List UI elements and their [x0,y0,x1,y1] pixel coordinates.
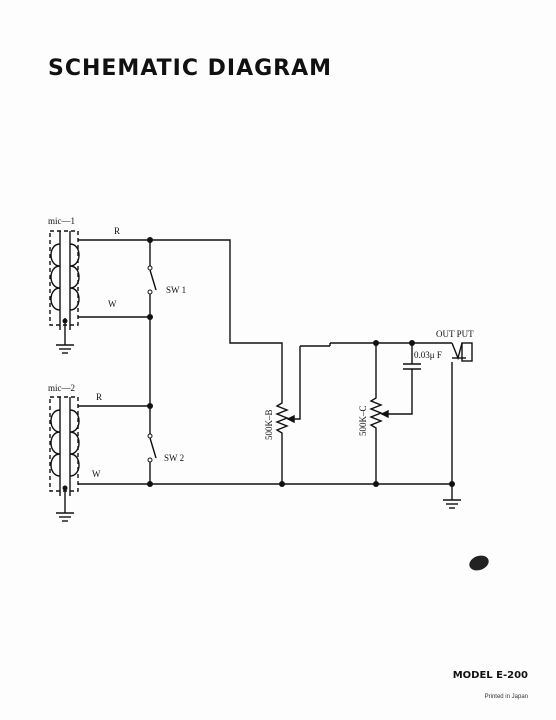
label-mic1: mic—1 [48,216,75,226]
label-pot-b: 500K–B [264,409,274,440]
label-sw1: SW 1 [166,285,186,295]
ink-blot [469,555,489,571]
wire-mic1-r [78,239,283,398]
printed-in-label: Printed in Japan [484,694,528,700]
label-capacitor: 0.03μ F [414,350,442,360]
model-label: MODEL E-200 [452,670,528,681]
label-output: OUT PUT [436,329,474,339]
output-jack [451,342,473,500]
page-title: SCHEMATIC DIAGRAM [48,56,333,81]
label-sw2: SW 2 [164,453,184,463]
pot-500k-b [275,346,301,484]
sw1-blade [149,269,157,291]
label-r2: R [96,392,102,402]
label-w1: W [108,299,117,309]
label-r1: R [114,226,120,236]
label-mic2: mic—2 [48,383,75,393]
sw2-blade [149,437,157,459]
label-w2: W [92,469,101,479]
pot-500k-c [369,343,413,484]
label-pot-c: 500K–C [358,405,368,436]
mic1-element [49,230,80,330]
capacitor-0-03uf [403,343,421,374]
mic2-element [49,396,80,496]
output-ground-symbol [443,499,461,509]
